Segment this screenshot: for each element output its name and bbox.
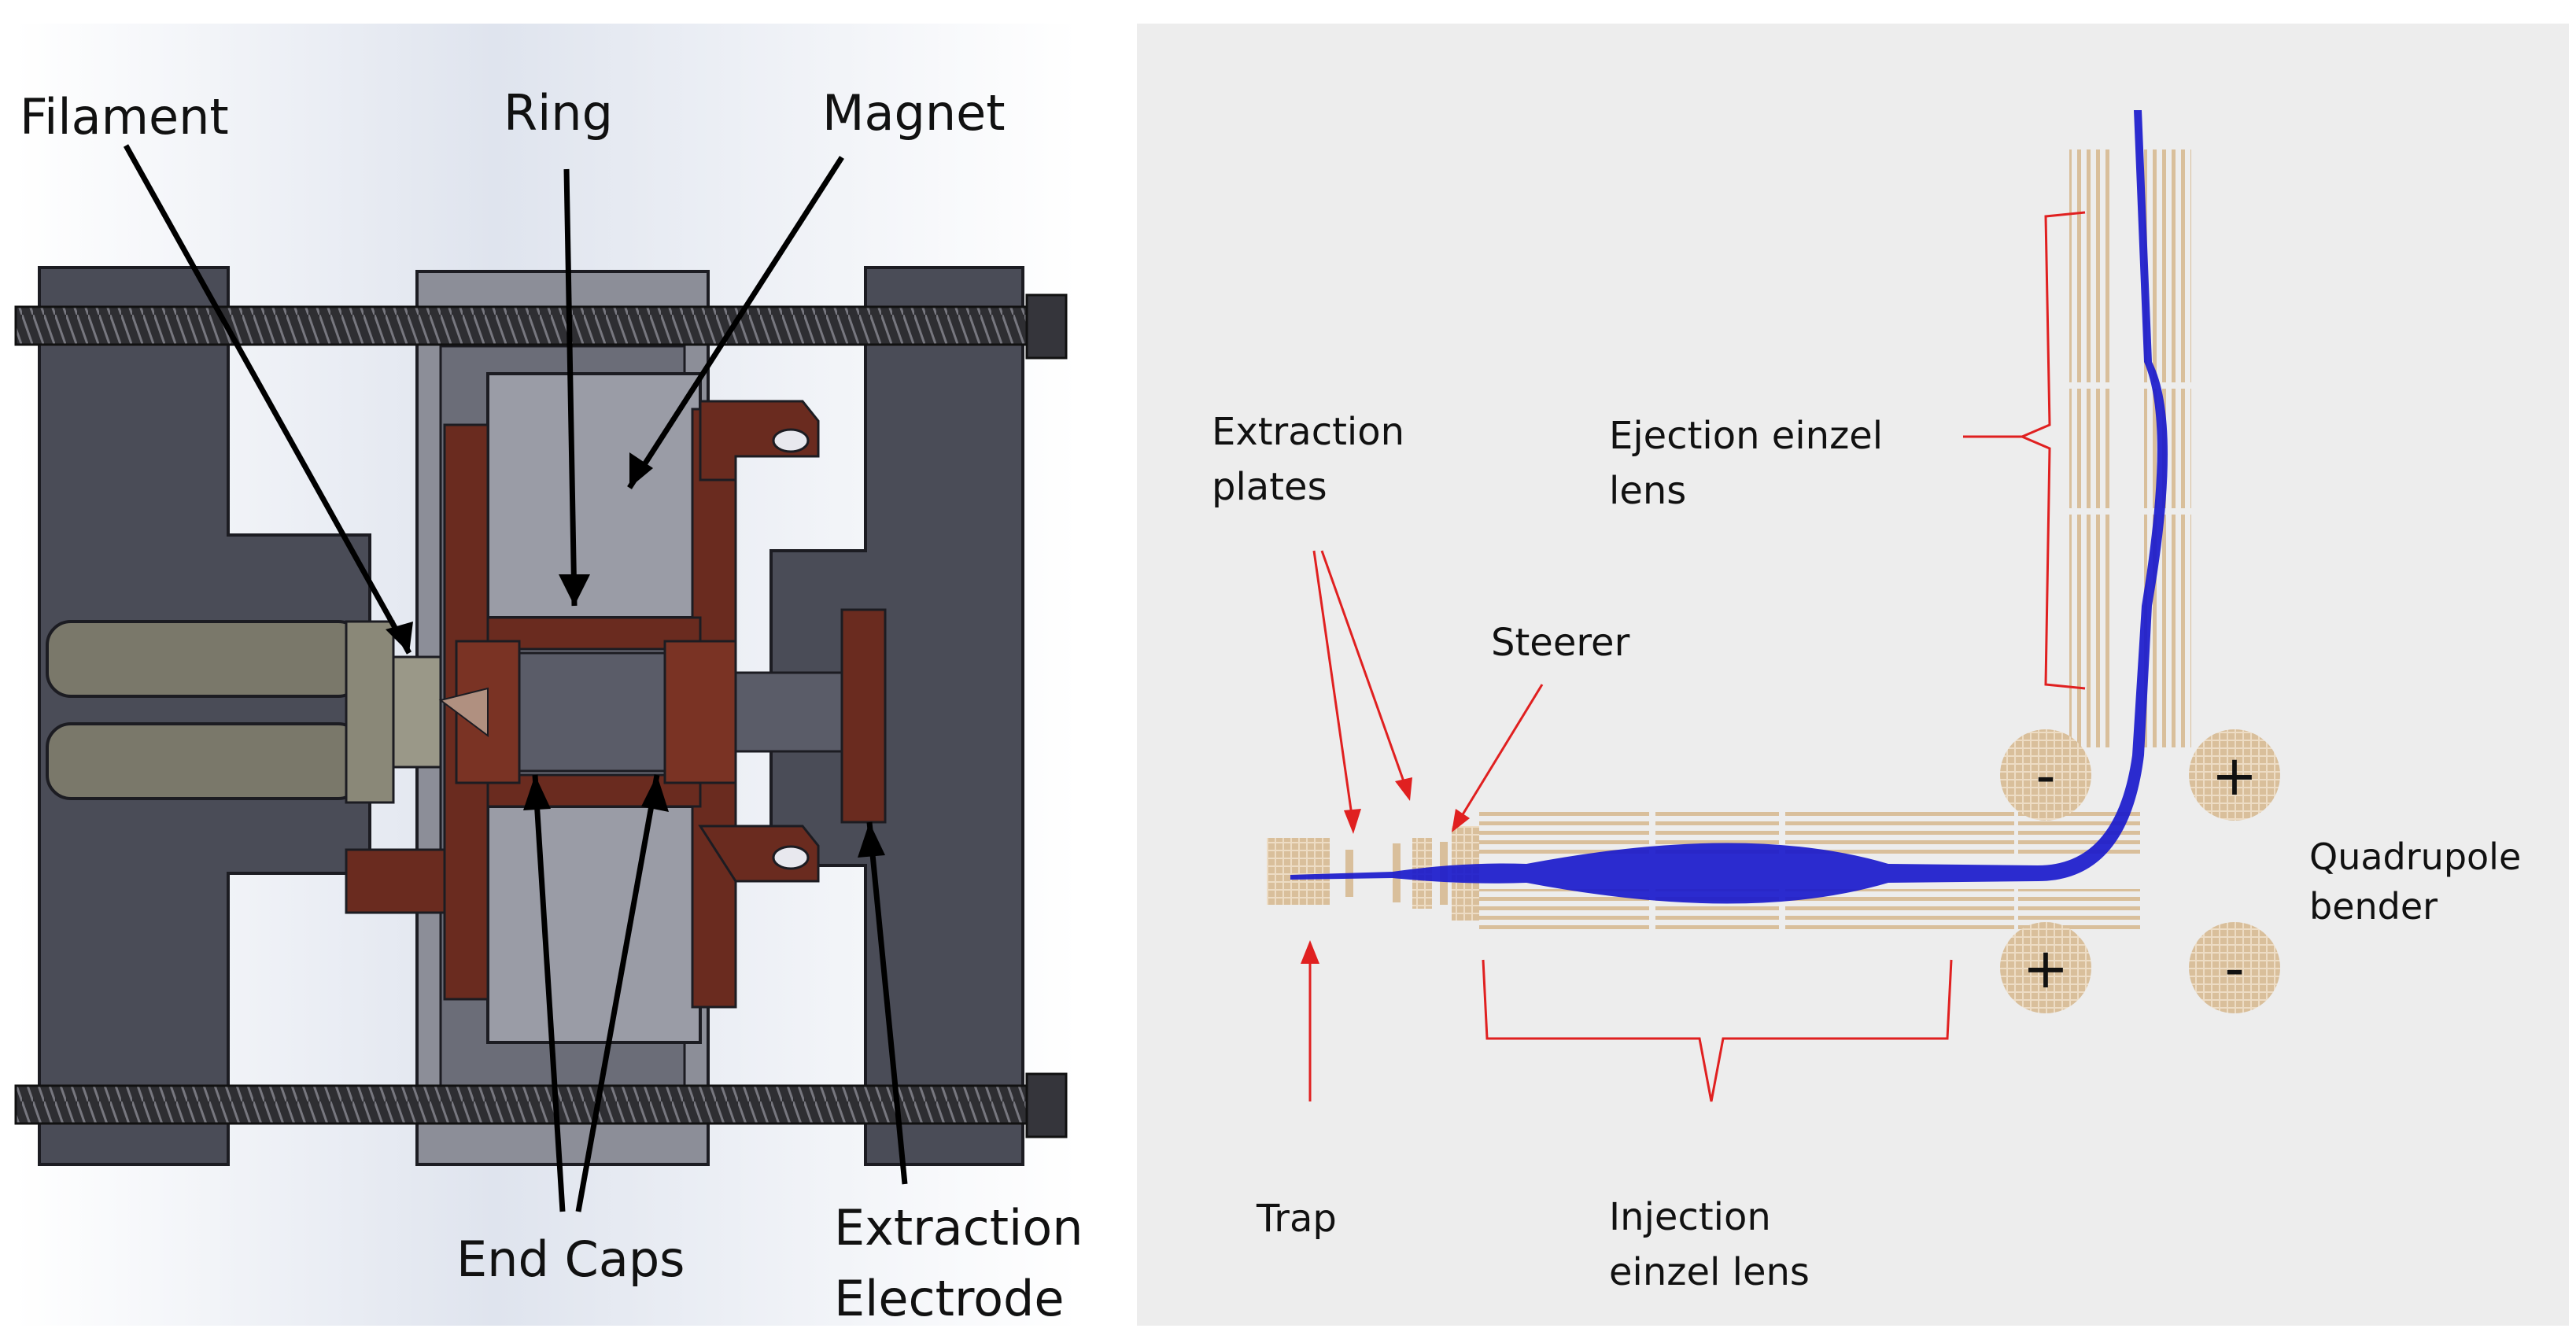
threaded-rod-bottom (14, 1084, 1064, 1125)
ejection-lens-right (2144, 149, 2191, 747)
arrowhead-magnet (629, 452, 653, 488)
label-magnet: Magnet (822, 84, 1006, 142)
magnet-top (486, 372, 702, 619)
label-quadrupole-line2: bender (2309, 885, 2438, 928)
arrowhead-end-caps-right (641, 775, 669, 812)
label-injection-lens-line2: einzel lens (1609, 1250, 1810, 1294)
arrow-end-caps-right (575, 774, 660, 1212)
threaded-rod-top (14, 305, 1064, 346)
quadrupole-electrode-minus-bottom (2189, 922, 2280, 1013)
quadrupole-sign-minus-bottom: - (2224, 936, 2244, 1001)
filament-feedthrough-bottom (46, 722, 364, 800)
arrow-heads (386, 452, 885, 858)
mounting-tab-top (699, 400, 820, 481)
quadrupole-sign-plus-top: + (2212, 743, 2258, 808)
quadrupole-electrode-minus-top (2000, 729, 2091, 821)
trap-cross-section-drawing: Filament Ring Magnet End Caps Extraction… (14, 24, 1083, 1327)
arrowhead-ring (559, 574, 590, 606)
arrow-extraction-plate-1 (1312, 550, 1355, 827)
label-quadrupole-line1: Quadrupole (2309, 836, 2521, 878)
arrow-magnet (627, 156, 844, 489)
filament-feedthrough-top (46, 620, 364, 698)
label-extraction-plates-line2: plates (1212, 465, 1327, 509)
arrowhead-extraction-electrode (858, 822, 885, 858)
ejection-lens-left (2069, 149, 2113, 747)
quadrupole-electrode-plus-bottom (2000, 922, 2091, 1013)
right-frame-plate (769, 266, 1024, 1166)
extraction-tube (734, 671, 847, 753)
label-injection-lens-line1: Injection (1609, 1195, 1771, 1239)
arrowhead-end-caps-left (523, 775, 551, 810)
mounting-hole-bottom (772, 845, 810, 870)
magnet-bottom (486, 805, 702, 1044)
label-extraction-electrode-line2: Electrode (834, 1270, 1065, 1327)
label-ejection-lens-line2: lens (1609, 469, 1686, 513)
quadrupole-sign-plus-bottom: + (2023, 936, 2069, 1001)
label-trap: Trap (1256, 1197, 1337, 1241)
label-extraction-plates-line1: Extraction (1212, 410, 1404, 454)
label-ejection-lens-line1: Ejection einzel (1609, 414, 1883, 458)
filament-holder (392, 655, 442, 769)
label-end-caps: End Caps (456, 1230, 685, 1288)
quadrupole-sign-minus-top: - (2035, 743, 2055, 808)
arrow-extraction-electrode (866, 821, 908, 1185)
label-steerer: Steerer (1491, 621, 1630, 665)
annotation-arrowheads (1301, 777, 1470, 964)
rod-nut-bottom (1025, 1072, 1068, 1138)
label-ring: Ring (504, 84, 613, 142)
ejection-lens-gaps (2065, 382, 2195, 515)
simulation-background (1137, 24, 2569, 1326)
mounting-hole-top (772, 428, 810, 453)
copper-lead-bottom (345, 848, 446, 914)
arrowhead-filament (386, 622, 413, 653)
brace-injection-lens (1482, 959, 1953, 1102)
label-filament: Filament (20, 88, 229, 146)
filament-tip (438, 687, 489, 737)
trap-cavity (518, 651, 666, 773)
ion-optics-drawing: - + + - Extraction plates Steerer Ejecti… (1137, 24, 2569, 1326)
end-cap-right (663, 640, 737, 784)
annotation-lines (1308, 211, 2086, 1102)
quadrupole-electrode-plus-top (2189, 729, 2280, 821)
pointer-arrows (123, 144, 908, 1212)
arrow-extraction-plate-2 (1320, 550, 1410, 795)
filament-flange (345, 620, 395, 804)
rod-nut-top (1025, 293, 1068, 360)
extraction-electrode (840, 608, 887, 824)
arrow-steerer (1454, 684, 1544, 827)
trap-cross-section-panel: Filament Ring Magnet End Caps Extraction… (0, 0, 1086, 1343)
arrow-ring (563, 168, 578, 607)
arrow-end-caps-left (532, 774, 566, 1212)
ion-optics-panel: - + + - Extraction plates Steerer Ejecti… (1133, 0, 2576, 1343)
trap-electrode (1267, 838, 1330, 905)
label-extraction-electrode-line1: Extraction (834, 1199, 1083, 1256)
arrow-filament (123, 144, 412, 655)
